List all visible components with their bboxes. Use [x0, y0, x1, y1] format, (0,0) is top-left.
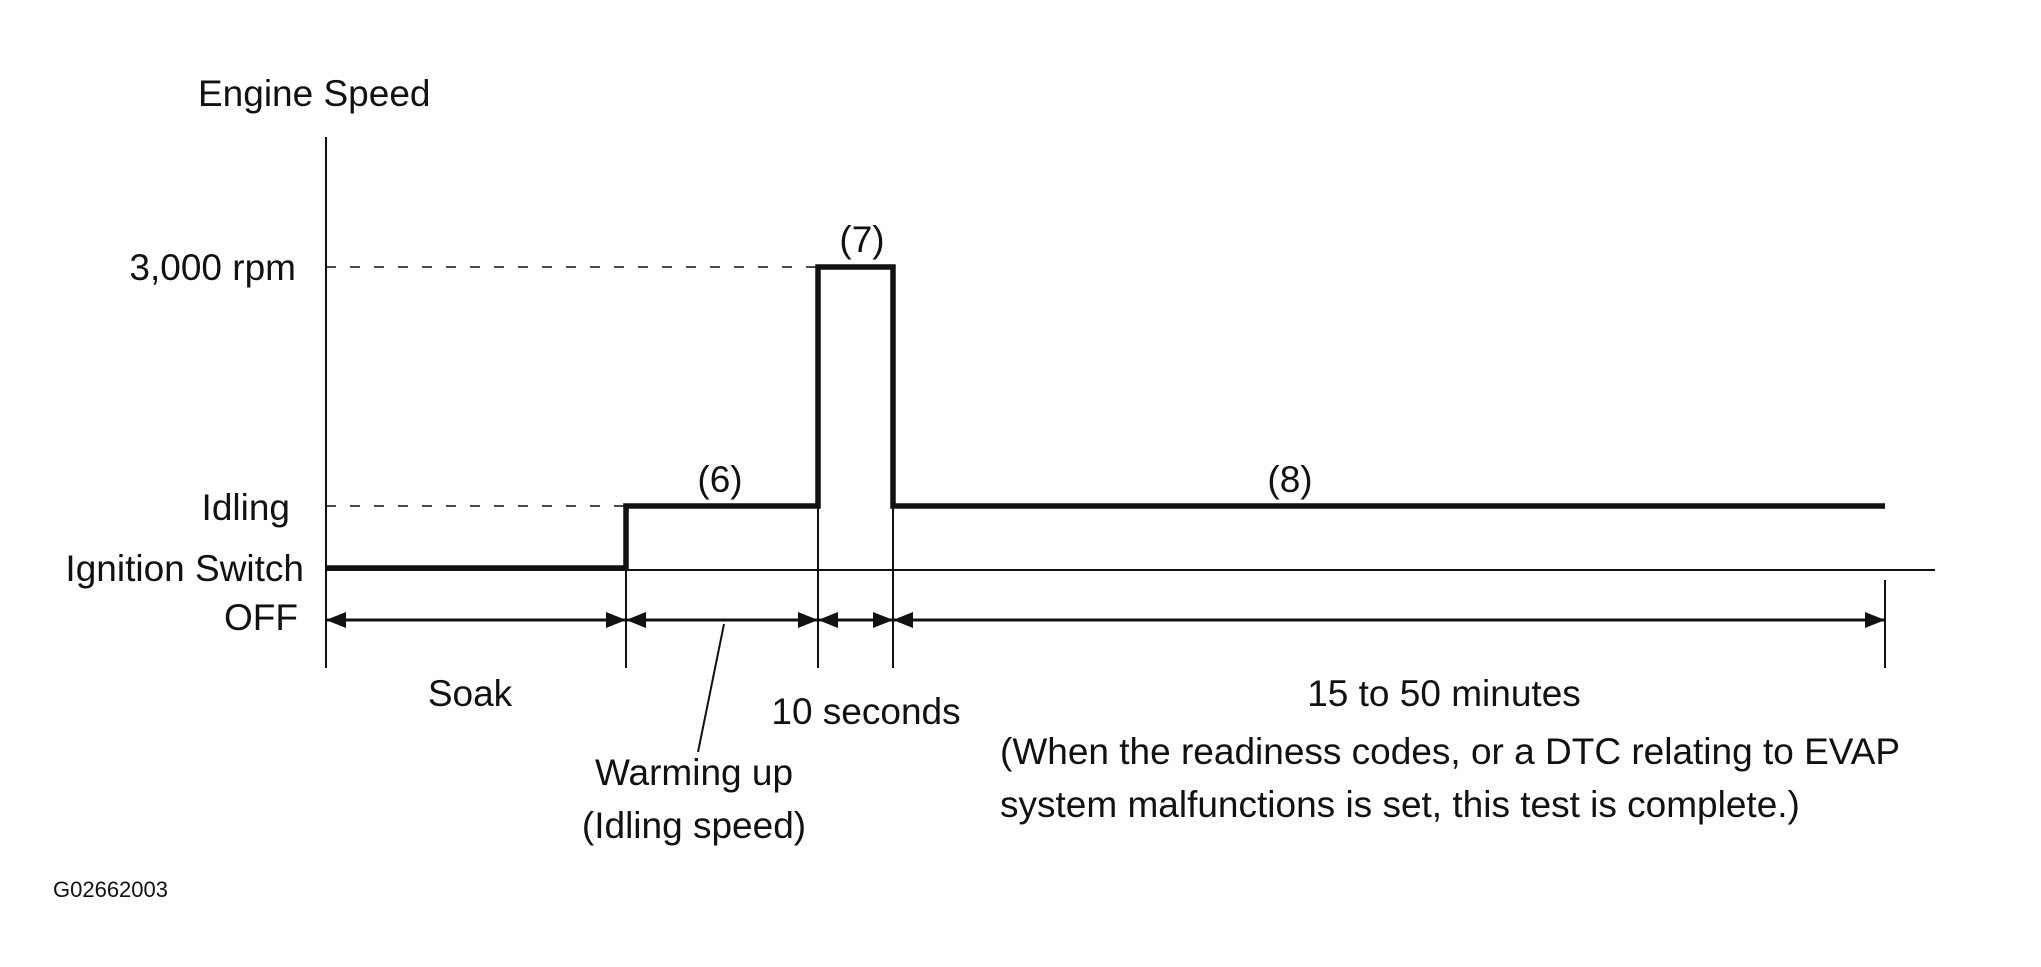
phase-10s-label: 10 seconds — [771, 691, 960, 732]
arrow-soak-end — [606, 612, 626, 628]
completion-note-line1: (When the readiness codes, or a DTC rela… — [1000, 731, 1900, 772]
warming-up-label-line2: (Idling speed) — [582, 805, 806, 846]
step-6-label: (6) — [697, 459, 742, 500]
label-off: OFF — [224, 597, 298, 638]
arrow-warmup-end — [798, 612, 818, 628]
arrow-test-end — [1865, 612, 1885, 628]
arrow-10s-start — [818, 612, 838, 628]
arrow-soak-start — [326, 612, 346, 628]
figure-id: G02662003 — [53, 877, 168, 902]
label-3000rpm: 3,000 rpm — [129, 247, 296, 288]
warming-up-label-line1: Warming up — [595, 752, 793, 793]
arrow-warmup-start — [626, 612, 646, 628]
label-ignition-switch: Ignition Switch — [65, 548, 304, 589]
arrow-test-start — [893, 612, 913, 628]
phase-duration-label: 15 to 50 minutes — [1307, 673, 1581, 714]
duration-arrowheads — [326, 612, 1885, 628]
label-idling: Idling — [202, 487, 290, 528]
step-7-label: (7) — [839, 219, 884, 260]
engine-speed-profile — [326, 264, 1885, 571]
arrow-10s-end — [873, 612, 893, 628]
completion-note-line2: system malfunctions is set, this test is… — [1000, 784, 1800, 825]
y-axis-title: Engine Speed — [198, 73, 430, 114]
phase-soak-label: Soak — [428, 673, 513, 714]
warming-up-leader — [697, 623, 725, 753]
step-8-label: (8) — [1267, 459, 1312, 500]
